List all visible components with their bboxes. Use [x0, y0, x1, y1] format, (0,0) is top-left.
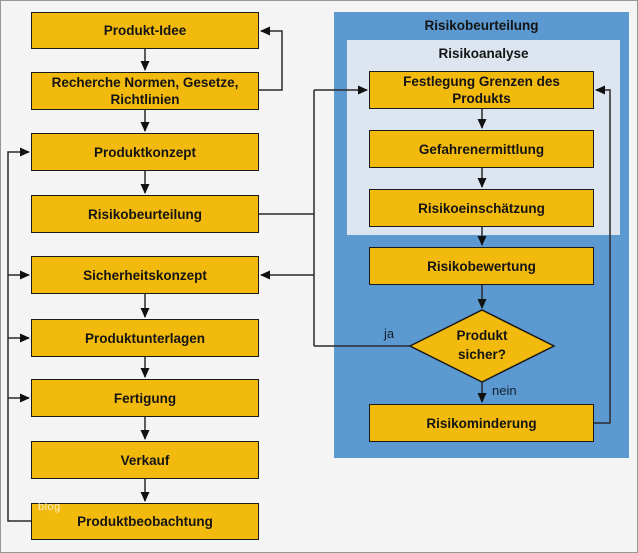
node-produktunterlagen: Produktunterlagen	[31, 319, 259, 357]
node-risikobewertung: Risikobewertung	[369, 247, 594, 285]
node-sicherheitskonzept: Sicherheitskonzept	[31, 256, 259, 294]
node-risikobeurteilung: Risikobeurteilung	[31, 195, 259, 233]
edge-label-nein: nein	[492, 383, 517, 398]
node-produkt-idee: Produkt-Idee	[31, 12, 259, 49]
feedback-beobachtung-trunk	[7, 147, 31, 522]
decision-produkt-sicher-label: Produkt sicher?	[456, 328, 508, 362]
edge-label-ja: ja	[383, 326, 395, 341]
node-risikoeinschaetzung: Risikoeinschätzung	[369, 189, 594, 227]
watermark-text: blog	[38, 501, 61, 513]
risikobeurteilung-panel-title: Risikobeurteilung	[424, 18, 539, 33]
node-gefahrenermittlung: Gefahrenermittlung	[369, 130, 594, 168]
node-risikominderung: Risikominderung	[369, 404, 594, 442]
feedback-recherche-to-idee	[259, 26, 283, 91]
node-fertigung: Fertigung	[31, 379, 259, 417]
node-verkauf: Verkauf	[31, 441, 259, 479]
node-produktbeobachtung: Produktbeobachtung	[31, 503, 259, 540]
node-recherche-normen: Recherche Normen, Gesetze, Richtlinien	[31, 72, 259, 110]
node-festlegung-grenzen: Festlegung Grenzen des Produkts	[369, 71, 594, 109]
risikoanalyse-panel-title: Risikoanalyse	[438, 46, 529, 61]
node-produktkonzept: Produktkonzept	[31, 133, 259, 171]
